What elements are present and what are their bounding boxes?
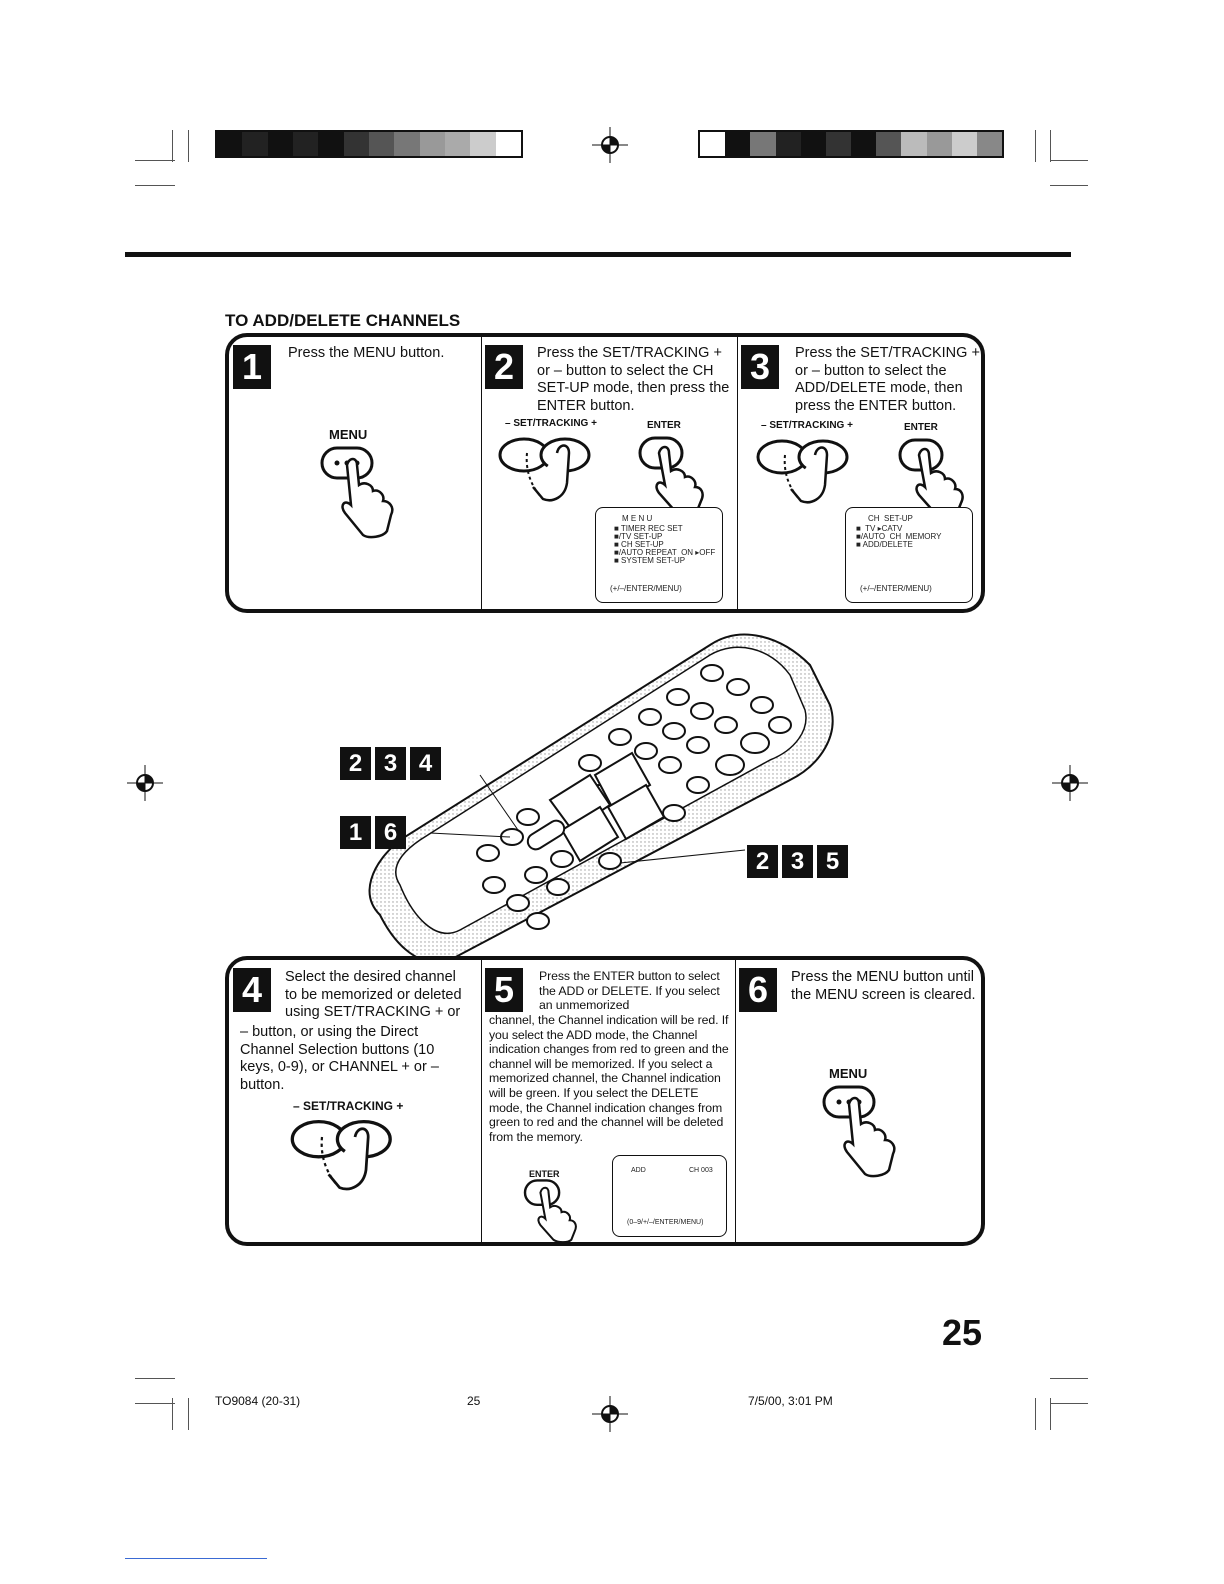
step-1-text: Press the MENU button. — [288, 345, 445, 361]
section-title: TO ADD/DELETE CHANNELS — [225, 311, 461, 330]
footer-page: 25 — [467, 1394, 481, 1408]
panel-divider — [737, 337, 738, 609]
crop-mark — [1050, 1403, 1088, 1404]
callout-number: 4 — [410, 747, 441, 780]
screen-line: ■ ADD/DELETE — [856, 540, 913, 549]
remote-control-illustration — [340, 625, 840, 970]
menu-button-label: MENU — [329, 427, 368, 442]
registration-mark-icon — [1052, 765, 1088, 801]
step-number: 4 — [233, 968, 271, 1012]
add-channel-screen: ADD CH 003 (0–9/+/–/ENTER/MENU) — [612, 1155, 727, 1237]
ch-setup-screen: CH SET-UP ■ TV ▸CATV ■/AUTO CH MEMORY ■ … — [845, 507, 973, 603]
footer-document-code: TO9084 (20-31) — [215, 1394, 301, 1408]
crop-mark — [1050, 1378, 1088, 1379]
screen-line: ■ SYSTEM SET-UP — [614, 556, 686, 565]
steps-panel-bottom: 4 Select the desired channel to be memor… — [225, 956, 985, 1246]
color-calibration-bar-right — [698, 130, 1004, 158]
enter-label: ENTER — [904, 422, 938, 433]
registration-mark-icon — [592, 127, 628, 163]
callout-steps-2-3-5: 2 3 5 — [747, 845, 848, 878]
crop-mark — [135, 160, 175, 161]
callout-steps-1-6: 1 6 — [340, 816, 406, 849]
step-4-text-b: – button, or using the Direct Channel Se… — [240, 1024, 439, 1093]
footnote-rule — [125, 1558, 267, 1559]
crop-mark — [1035, 130, 1036, 162]
enter-label: ENTER — [529, 1169, 560, 1179]
hand-pressing-enter-button-icon — [897, 437, 967, 517]
set-tracking-label: – SET/TRACKING + — [505, 418, 597, 429]
screen-line: ■ TV ▸CATV — [856, 524, 903, 533]
crop-mark — [188, 130, 189, 162]
page-number: 25 — [942, 1312, 983, 1353]
screen-footer: (+/–/ENTER/MENU) — [860, 584, 932, 593]
callout-number: 3 — [375, 747, 406, 780]
step-number: 6 — [739, 968, 777, 1012]
screen-line: ■ TIMER REC SET — [614, 524, 683, 533]
hand-pressing-enter-button-icon — [637, 435, 707, 515]
step-4-text-a: Select the desired channel to be memoriz… — [285, 969, 462, 1020]
step-number: 5 — [485, 968, 523, 1012]
screen-channel: CH 003 — [689, 1167, 713, 1174]
set-tracking-label: – SET/TRACKING + — [293, 1099, 404, 1113]
step-6-text: Press the MENU button until the MENU scr… — [791, 969, 976, 1003]
step-number: 3 — [741, 345, 779, 389]
screen-footer: (+/–/ENTER/MENU) — [610, 584, 682, 593]
crop-mark — [172, 1398, 173, 1430]
panel-divider — [481, 337, 482, 609]
hand-pressing-enter-button-icon — [521, 1178, 581, 1243]
crop-mark — [135, 1403, 175, 1404]
menu-screen: M E N U ■ TIMER REC SET ■/TV SET-UP ■ CH… — [595, 507, 723, 603]
callout-number: 2 — [340, 747, 371, 780]
enter-label: ENTER — [647, 420, 681, 431]
callout-steps-2-3-4: 2 3 4 — [340, 747, 441, 780]
callout-number: 6 — [375, 816, 406, 849]
callout-number: 5 — [817, 845, 848, 878]
crop-mark — [172, 130, 173, 162]
screen-mode: ADD — [631, 1167, 646, 1174]
step-5-text-b: channel, the Channel indication will be … — [489, 1013, 729, 1144]
screen-line: ■/AUTO CH MEMORY — [856, 532, 942, 541]
menu-button-label: MENU — [829, 1066, 868, 1081]
screen-line: ■/TV SET-UP — [614, 532, 663, 541]
panel-divider — [481, 960, 482, 1242]
color-calibration-bar-left — [215, 130, 523, 158]
registration-mark-icon — [127, 765, 163, 801]
step-5-text-a: Press the ENTER button to select the ADD… — [539, 969, 720, 1013]
step-number: 1 — [233, 345, 271, 389]
crop-mark — [1035, 1398, 1036, 1430]
hand-pressing-set-tracking-buttons-icon — [497, 433, 597, 513]
crop-mark — [135, 1378, 175, 1379]
panel-divider — [735, 960, 736, 1242]
hand-pressing-set-tracking-buttons-icon — [289, 1115, 399, 1203]
callout-number: 2 — [747, 845, 778, 878]
crop-mark — [188, 1398, 189, 1430]
screen-title: M E N U — [622, 514, 653, 523]
step-number: 2 — [485, 345, 523, 389]
crop-mark — [1050, 130, 1051, 162]
step-3-text: Press the SET/TRACKING + or – button to … — [795, 345, 980, 414]
hand-pressing-menu-button-icon — [819, 1084, 909, 1179]
registration-mark-icon — [592, 1396, 628, 1432]
screen-title: CH SET-UP — [868, 514, 913, 523]
screen-line: ■/AUTO REPEAT ON ▸OFF — [614, 548, 716, 557]
footer-timestamp: 7/5/00, 3:01 PM — [748, 1394, 833, 1408]
callout-number: 3 — [782, 845, 813, 878]
crop-mark — [1050, 185, 1088, 186]
steps-panel-top: 1 Press the MENU button. MENU 2 Press th… — [225, 333, 985, 613]
step-2-text: Press the SET/TRACKING + or – button to … — [537, 345, 730, 414]
set-tracking-label: – SET/TRACKING + — [761, 420, 853, 431]
screen-footer: (0–9/+/–/ENTER/MENU) — [627, 1219, 704, 1226]
hand-pressing-set-tracking-buttons-icon — [755, 435, 855, 515]
hand-pressing-menu-button-icon — [317, 445, 407, 540]
crop-mark — [1050, 1398, 1051, 1430]
callout-number: 1 — [340, 816, 371, 849]
crop-mark — [135, 185, 175, 186]
header-rule — [125, 252, 1071, 257]
screen-line: ■ CH SET-UP — [614, 540, 664, 549]
crop-mark — [1050, 160, 1088, 161]
